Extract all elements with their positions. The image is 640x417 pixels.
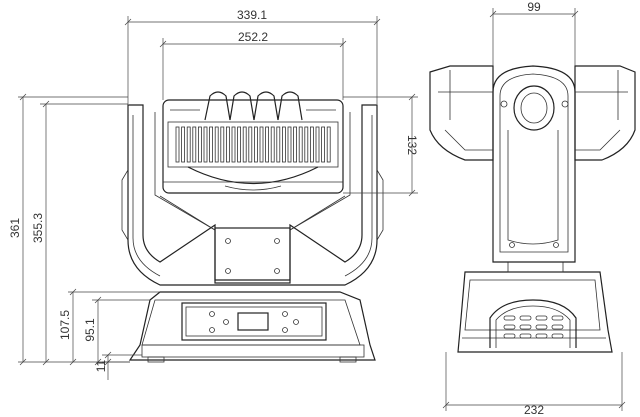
base-vent-slot	[535, 333, 548, 339]
base-vent-slot	[551, 324, 564, 330]
dimension-tick	[104, 351, 112, 359]
base-vent-slot	[519, 324, 532, 330]
dim-252-2: 252.2	[238, 30, 268, 44]
vent-slot	[209, 126, 214, 163]
dimension-tick	[618, 401, 626, 409]
dim-11: 11	[94, 359, 108, 372]
dimension-tick	[373, 18, 381, 26]
vent-slot	[315, 126, 320, 163]
dim-95-1: 95.1	[83, 318, 97, 342]
vent-slot	[287, 126, 292, 163]
vent-slot	[225, 126, 230, 163]
vent-slot	[248, 126, 253, 163]
vent-slot	[265, 126, 270, 163]
vent-slot	[270, 126, 275, 163]
dimension-tick	[408, 189, 416, 197]
vent-slot	[186, 126, 191, 163]
front-yoke	[121, 104, 384, 286]
side-base-vents	[503, 315, 564, 339]
dimension-tick	[159, 40, 167, 48]
vent-slot	[237, 126, 242, 163]
dimension-tick	[124, 18, 132, 26]
dimension-tick	[104, 358, 112, 366]
dimension-tick	[94, 358, 102, 366]
dim-107-5: 107.5	[58, 310, 72, 340]
vent-slot	[309, 126, 314, 163]
front-base	[128, 291, 376, 363]
dimension-tick	[408, 93, 416, 101]
dimension-tick	[94, 296, 102, 304]
vent-slot	[220, 126, 225, 163]
base-vent-slot	[503, 333, 516, 339]
front-head-vents	[175, 126, 331, 163]
base-vent-slot	[519, 315, 532, 321]
dimension-tick	[339, 40, 347, 48]
vent-slot	[197, 126, 202, 163]
dimension-tick	[69, 358, 77, 366]
vent-slot	[259, 126, 264, 163]
vent-slot	[281, 126, 286, 163]
dimension-tick	[571, 10, 579, 18]
front-head	[162, 91, 344, 194]
vent-slot	[276, 126, 281, 163]
dim-339-1: 339.1	[237, 8, 267, 22]
vent-slot	[192, 126, 197, 163]
vent-slot	[321, 126, 326, 163]
vent-slot	[181, 126, 186, 163]
vent-slot	[203, 126, 208, 163]
dimension-labels: 339.1 252.2 132 361 355.3 107.5 95.1 11 …	[8, 0, 544, 417]
base-vent-slot	[551, 315, 564, 321]
base-vent-slot	[551, 333, 564, 339]
side-base	[457, 261, 613, 353]
dimension-tick	[442, 401, 450, 409]
base-vent-slot	[535, 324, 548, 330]
vent-slot	[253, 126, 258, 163]
vent-slot	[242, 126, 247, 163]
dimension-tick	[19, 358, 27, 366]
base-vent-slot	[535, 315, 548, 321]
dimension-tick	[42, 100, 50, 108]
dimension-lines	[18, 8, 626, 411]
side-yoke	[492, 65, 576, 263]
base-vent-slot	[503, 315, 516, 321]
dim-361: 361	[8, 218, 22, 238]
dimension-tick	[489, 10, 497, 18]
side-head	[429, 65, 636, 161]
side-view	[429, 65, 636, 353]
vent-slot	[326, 126, 331, 163]
dimension-tick	[69, 288, 77, 296]
dim-99: 99	[527, 0, 541, 14]
dim-132: 132	[405, 135, 419, 155]
dim-232: 232	[524, 403, 544, 417]
vent-slot	[214, 126, 219, 163]
base-vent-slot	[519, 333, 532, 339]
vent-slot	[298, 126, 303, 163]
vent-slot	[293, 126, 298, 163]
dimension-tick	[19, 93, 27, 101]
vent-slot	[175, 126, 180, 163]
base-vent-slot	[503, 324, 516, 330]
dim-355-3: 355.3	[31, 213, 45, 243]
vent-slot	[231, 126, 236, 163]
front-view	[121, 91, 384, 363]
vent-slot	[304, 126, 309, 163]
dimension-tick	[42, 358, 50, 366]
